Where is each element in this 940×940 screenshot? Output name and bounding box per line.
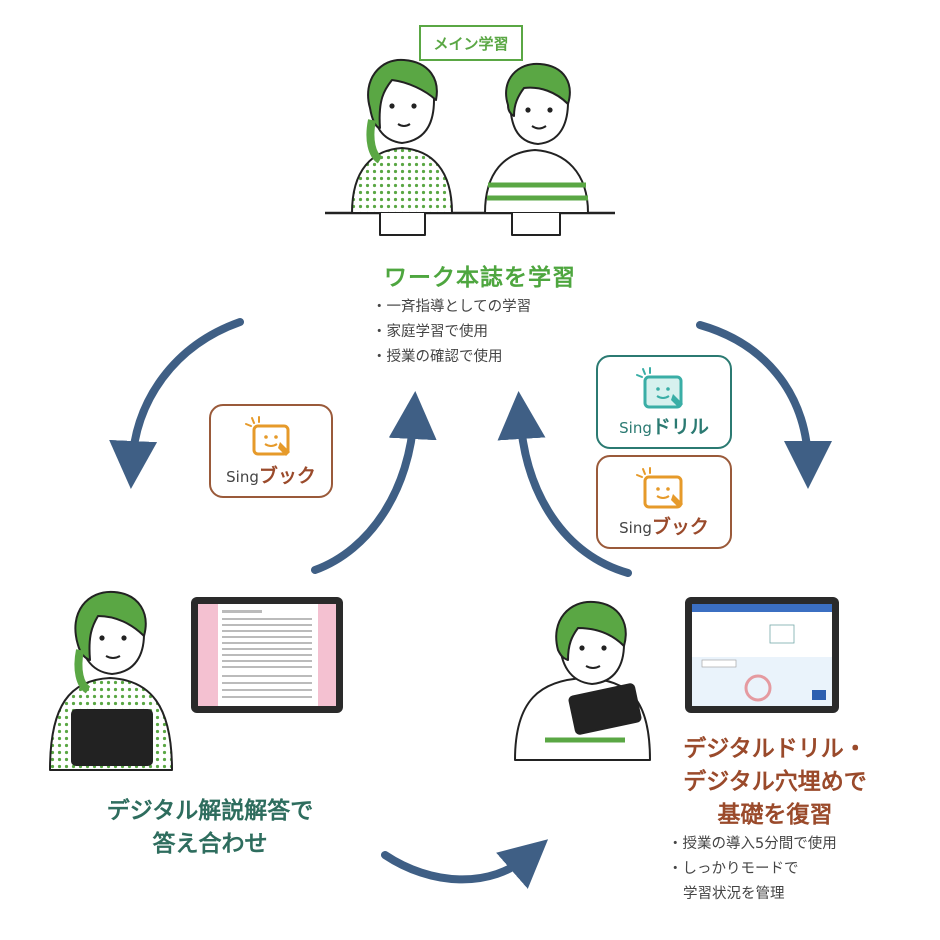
sing-prefix: Sing — [619, 519, 652, 537]
arrow-top-to-left — [109, 318, 244, 489]
students-illustration — [325, 58, 615, 236]
workbook-study-bullets: 一斉指導としての学習 家庭学習で使用 授業の確認で使用 — [372, 295, 532, 370]
sing-book-label: Singブック — [211, 461, 331, 488]
workbook-study-title: ワーク本誌を学習 — [384, 265, 576, 291]
title-line: 基礎を復習 — [717, 802, 833, 828]
sing-prefix: Sing — [619, 419, 652, 437]
tablet-smile-icon — [245, 416, 290, 456]
bullet-item: 一斉指導としての学習 — [372, 295, 532, 320]
bullet-item: 授業の確認で使用 — [372, 345, 531, 370]
sing-prefix: Sing — [226, 468, 259, 486]
arrow-right-up — [497, 391, 632, 577]
sing-book-card-left: Singブック — [209, 404, 333, 498]
drill-suffix: ドリル — [651, 416, 709, 438]
arrow-bottom — [381, 839, 549, 889]
arrow-top-to-right — [696, 321, 832, 489]
arrow-left-up — [311, 391, 437, 574]
sing-drill-card: Singドリル — [596, 355, 732, 449]
sing-book-card-right: Singブック — [596, 455, 732, 549]
title-line: デジタル穴埋めで — [683, 769, 867, 795]
sing-book-label: Singブック — [598, 512, 730, 539]
digital-drill-tablet — [685, 597, 839, 713]
tablet-smile-icon — [636, 467, 683, 509]
title-line: デジタルドリル・ — [683, 736, 867, 762]
book-suffix: ブック — [651, 516, 709, 538]
tablet-smile-icon — [636, 367, 683, 409]
bullet-item: 家庭学習で使用 — [372, 320, 531, 345]
bullet-item-continued: 学習状況を管理 — [683, 886, 785, 902]
sing-drill-label: Singドリル — [598, 412, 730, 439]
bullet-item: しっかりモードで — [668, 857, 837, 882]
title-line: 答え合わせ — [152, 831, 268, 857]
digital-drill-title: デジタルドリル・ デジタル穴埋めで 基礎を復習 — [640, 733, 910, 832]
bullet-item: 授業の導入5分間で使用 — [668, 832, 837, 857]
title-line: デジタル解説解答で — [106, 798, 314, 824]
digital-drill-bullets: 授業の導入5分間で使用 しっかりモードで 学習状況を管理 — [668, 832, 837, 907]
student-playing-tablet-illustration — [514, 600, 651, 761]
student-with-tablet-illustration — [49, 590, 173, 771]
book-suffix: ブック — [258, 465, 316, 487]
main-study-badge: メイン学習 — [419, 25, 523, 61]
digital-answer-title: デジタル解説解答で 答え合わせ — [80, 795, 340, 861]
digital-answer-tablet — [191, 597, 343, 713]
